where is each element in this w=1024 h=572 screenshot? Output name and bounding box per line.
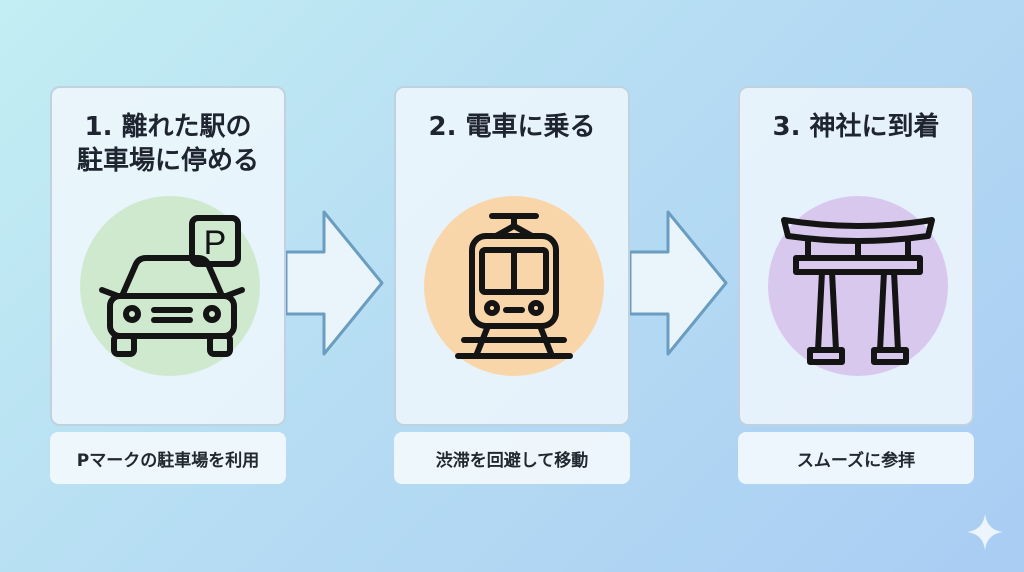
step-card-3: 3. 神社に到着 [738,86,974,426]
parking-sign-icon [189,215,241,267]
step-card-2: 2. 電車に乗る [394,86,630,426]
sparkle-icon [967,514,1003,550]
arrow-right-icon [286,210,384,356]
step-title-2: 2. 電車に乗る [428,112,596,142]
step-caption-2: 渋滞を回避して移動 [394,432,630,484]
torii-gate-icon [781,217,935,365]
step-caption-1: Pマークの駐車場を利用 [50,432,286,484]
arrow-right-icon [630,210,728,356]
parking-sign-letter: P [204,224,227,262]
step-title-1: 1. 離れた駅の 駐車場に停める [76,112,259,176]
step-caption-3: スムーズに参拝 [738,432,974,484]
train-icon [455,213,573,359]
car-icon: P [99,215,245,357]
step-card-1: 1. 離れた駅の 駐車場に停める P [50,86,286,426]
step-title-3: 3. 神社に到着 [772,112,940,142]
